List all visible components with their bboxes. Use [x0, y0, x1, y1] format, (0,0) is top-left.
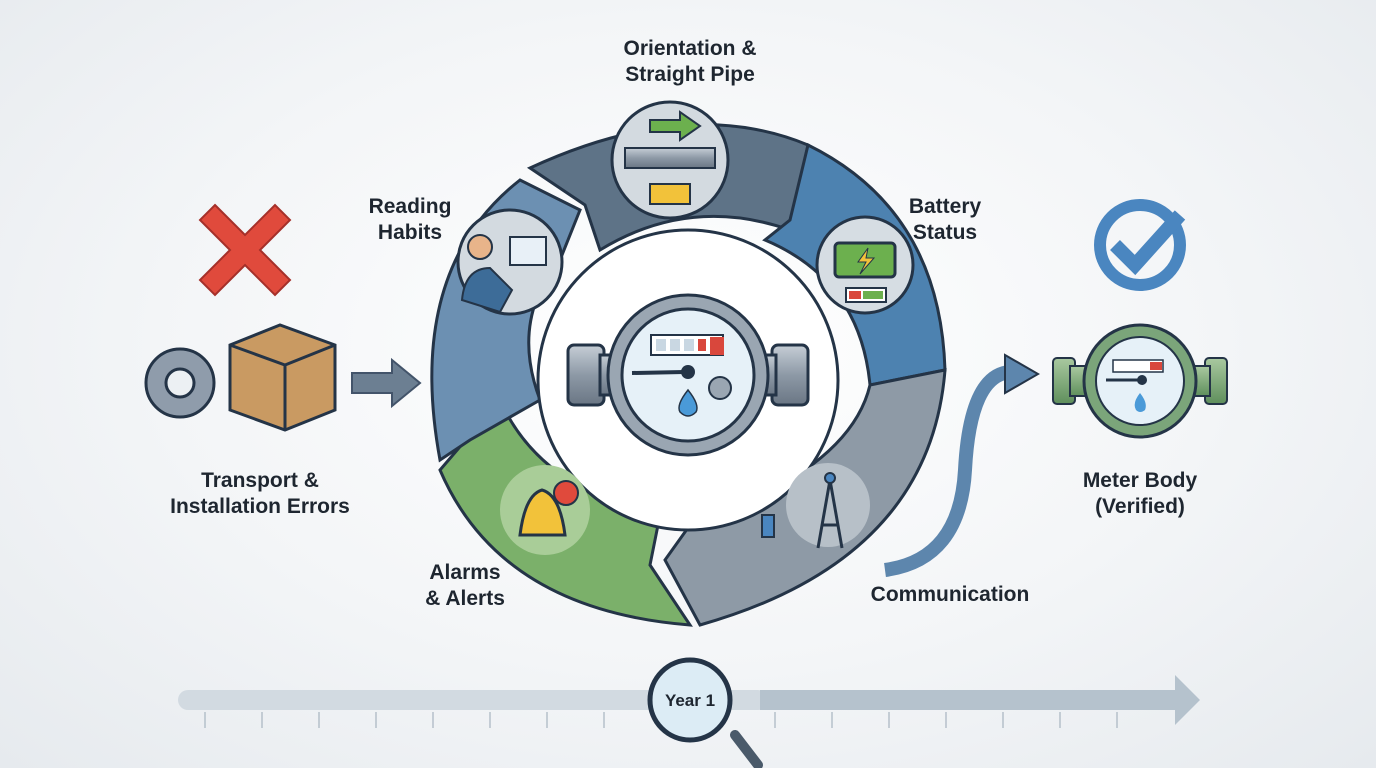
magnifier-icon: [647, 657, 763, 768]
person-reading-icon: [456, 208, 564, 316]
arrow-right-icon: [351, 357, 422, 409]
label-communication: Communication: [870, 583, 1030, 606]
crate-icon: [228, 323, 337, 432]
broken-gear-icon: [144, 347, 216, 419]
label-alarms: Alarms & Alerts: [425, 561, 505, 610]
label-orientation: Orientation & Straight Pipe: [623, 37, 757, 86]
antenna-icon: [761, 463, 870, 549]
label-input: Transport & Installation Errors: [170, 469, 350, 518]
timeline-marker-label: Year 1: [664, 691, 716, 710]
bell-alert-icon: [500, 465, 590, 555]
label-reading: Reading Habits: [368, 195, 452, 244]
battery-icon: [815, 215, 915, 315]
timeline: [178, 675, 1200, 728]
curved-arrow-icon: [883, 353, 1041, 577]
check-circle-icon: [1094, 199, 1186, 291]
water-meter-icon: [566, 293, 810, 457]
pipe-level-icon: [610, 100, 730, 220]
x-mark-icon: [198, 203, 292, 297]
label-output: Meter Body (Verified): [1082, 469, 1198, 518]
verified-meter-icon: [1052, 323, 1228, 439]
label-battery: Battery Status: [908, 195, 982, 244]
